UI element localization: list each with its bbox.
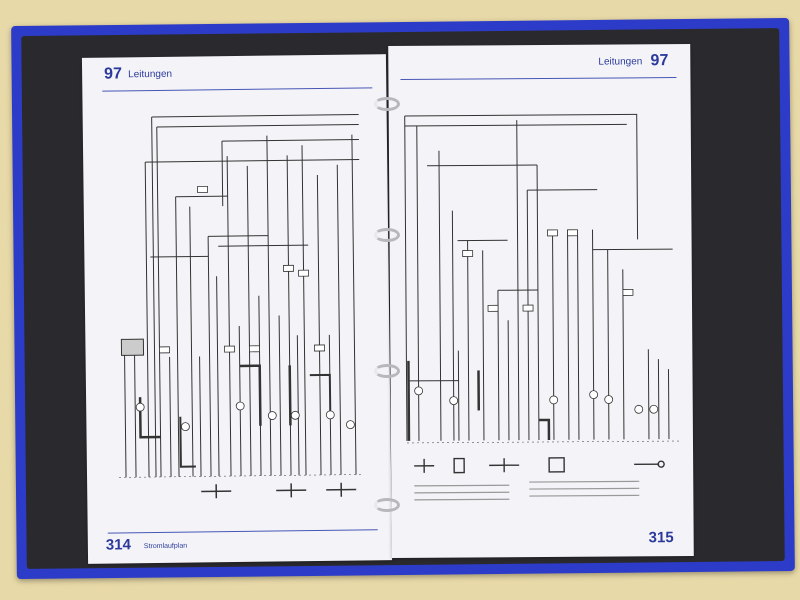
right-page: Leitungen 97: [388, 43, 694, 559]
binder-ring-1: [374, 97, 400, 111]
left-footer-rule: [107, 529, 378, 534]
left-wiring-diagram: [119, 113, 364, 499]
left-footer-text: Stromlaufplan: [143, 542, 188, 551]
right-section-title: Leitungen: [598, 56, 643, 68]
left-section-title: Leitungen: [128, 68, 173, 81]
left-page: 97 Leitungen: [81, 54, 393, 564]
right-wiring-diagram: [404, 113, 679, 501]
right-page-number: 315: [648, 529, 674, 547]
left-section-number: 97: [104, 65, 123, 83]
binder-ring-4: [374, 498, 400, 512]
binder-ring-2: [374, 228, 400, 242]
binder-ring-3: [374, 364, 400, 378]
right-section-number: 97: [650, 52, 669, 70]
left-page-number: 314: [105, 536, 132, 554]
right-header-rule: [400, 77, 677, 80]
left-header-rule: [102, 87, 373, 92]
